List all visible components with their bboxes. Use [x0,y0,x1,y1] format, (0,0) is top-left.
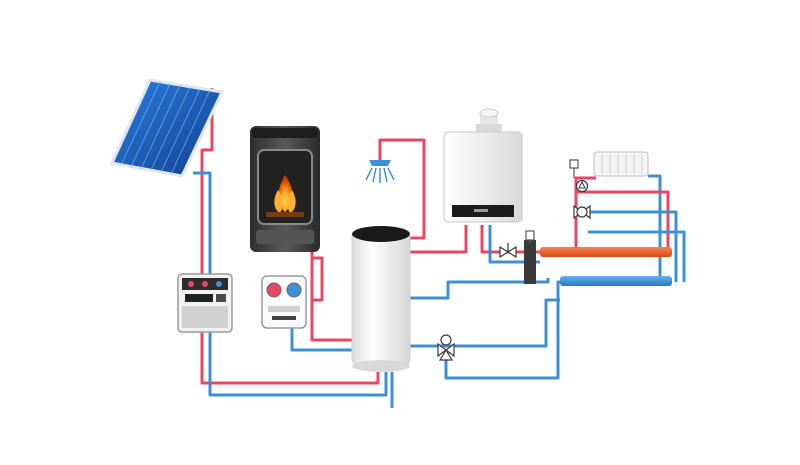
solar-cold-pipe [193,171,388,397]
main-cold-pipe [560,276,672,286]
radiator-hot-pipe [574,176,596,250]
pipes [193,88,686,408]
radiator-upper-red [576,190,670,252]
boiler-icon [443,108,523,223]
separator-icon [524,230,536,284]
radiator-icon [593,151,649,177]
valve-icon [573,204,591,220]
shower-hot-pipe [378,138,426,240]
solar-hot-pipe [200,88,380,385]
pump-station-icon [177,273,233,333]
pump-station-icon [261,275,307,329]
radiator-lower-blue [588,230,686,282]
pump-icon [569,159,589,193]
radiator-return-pipe [648,174,662,282]
main-hot-pipe [540,247,672,257]
storage-loop-return [410,298,560,348]
stove-hot-pipe [310,240,352,342]
shower-icon [365,160,395,183]
stove-icon [250,126,320,252]
valve-icon [437,334,455,361]
radiator-upper-blue [588,210,678,282]
storage-loop-lower [444,280,660,380]
tank-icon [351,226,411,372]
solar-panel-icon [109,78,225,178]
boiler-return-pipe [488,225,540,264]
valve-icon [499,243,517,259]
stove-cold-pipe [290,320,352,352]
stove-supply-pipe [312,256,324,302]
boiler-supply-pipe [480,225,540,254]
boiler-hot-pipe [410,225,468,254]
shower-cold-pipe [410,278,550,300]
